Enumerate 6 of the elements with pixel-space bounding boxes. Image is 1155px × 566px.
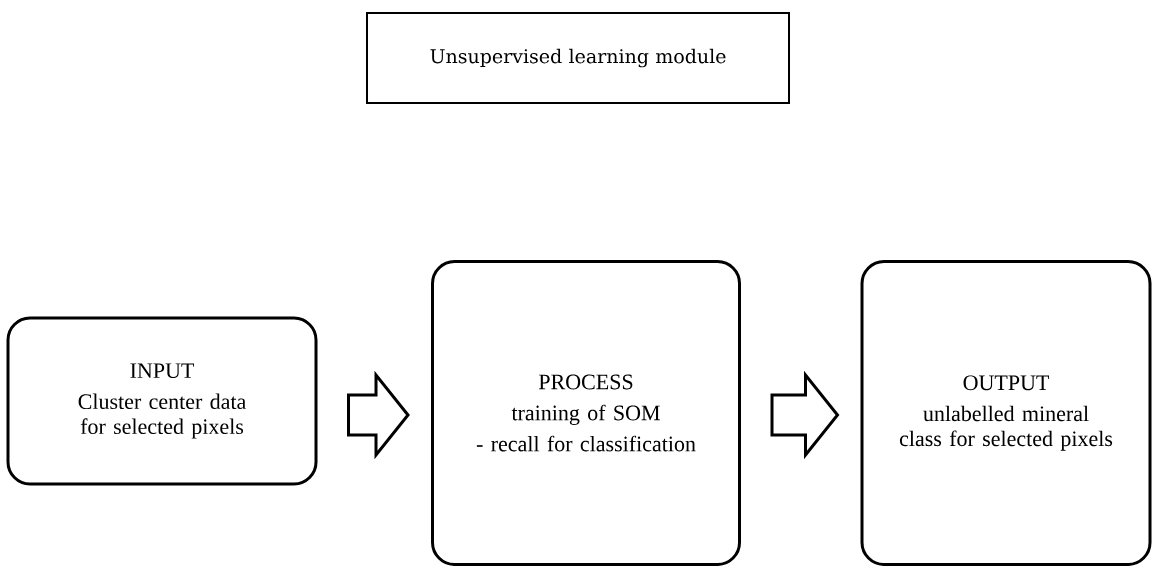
process-box: PROCESS training of SOM - recall for classification	[431, 260, 741, 566]
title-box: Unsupervised learning module	[366, 12, 790, 104]
block-arrow	[347, 370, 410, 460]
block-arrow	[770, 370, 840, 460]
process-box: OUTPUT unlabelled mineral class for selected pixels	[860, 260, 1152, 566]
process-box: INPUT Cluster center data for selected pixels	[6, 316, 318, 486]
